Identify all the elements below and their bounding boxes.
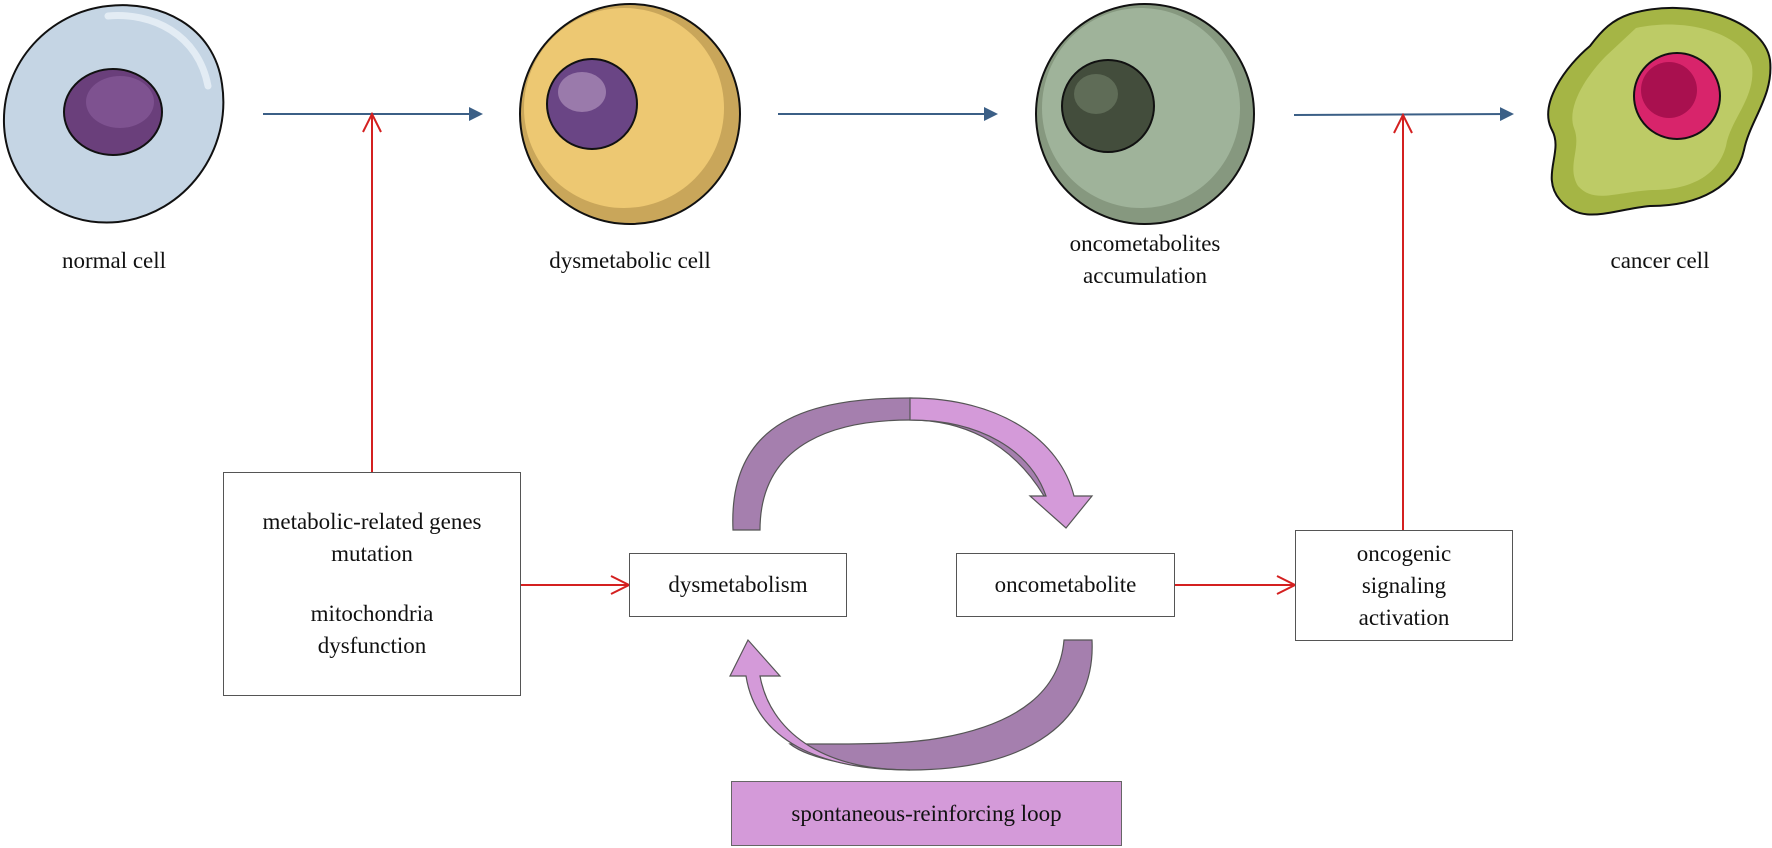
oncometabolites-accumulation-label: oncometabolites accumulation — [1020, 228, 1270, 292]
cancer-cell-icon — [1547, 6, 1772, 216]
genes-mitochondria-box: metabolic-related genes mutation mitocho… — [223, 472, 521, 696]
oncometabolites-label-line2: accumulation — [1083, 263, 1207, 288]
progression-arrow-3 — [1293, 107, 1514, 122]
signaling-box-line1: oncogenic — [1356, 540, 1452, 566]
genes-box-line1: metabolic-related genes — [262, 509, 482, 534]
oncometabolite-box: oncometabolite — [956, 553, 1175, 617]
oncometabolites-label-line1: oncometabolites — [1069, 231, 1221, 256]
dysmetabolic-cell-icon — [519, 3, 741, 225]
oncometabolite-cell-icon — [1035, 3, 1255, 225]
loop-bottom-arrow — [729, 638, 1093, 771]
spontaneous-loop-box: spontaneous-reinforcing loop — [731, 781, 1122, 846]
dysmetabolism-box: dysmetabolism — [629, 553, 847, 617]
oncogenic-signaling-box: oncogenic signaling activation — [1295, 530, 1513, 641]
signaling-box-line3: activation — [1358, 604, 1450, 630]
genes-box-line3: mitochondria — [310, 601, 434, 626]
signaling-box-line2: signaling — [1361, 572, 1447, 598]
dysmetabolic-cell-label: dysmetabolic cell — [549, 248, 711, 273]
cancer-cell-label: cancer cell — [1610, 248, 1710, 273]
loop-top-arrow — [732, 397, 1094, 531]
genes-box-line4: dysfunction — [317, 633, 427, 658]
normal-cell-label: normal cell — [61, 248, 167, 273]
normal-cell-icon — [2, 4, 225, 224]
genes-box-line2: mutation — [331, 541, 413, 566]
